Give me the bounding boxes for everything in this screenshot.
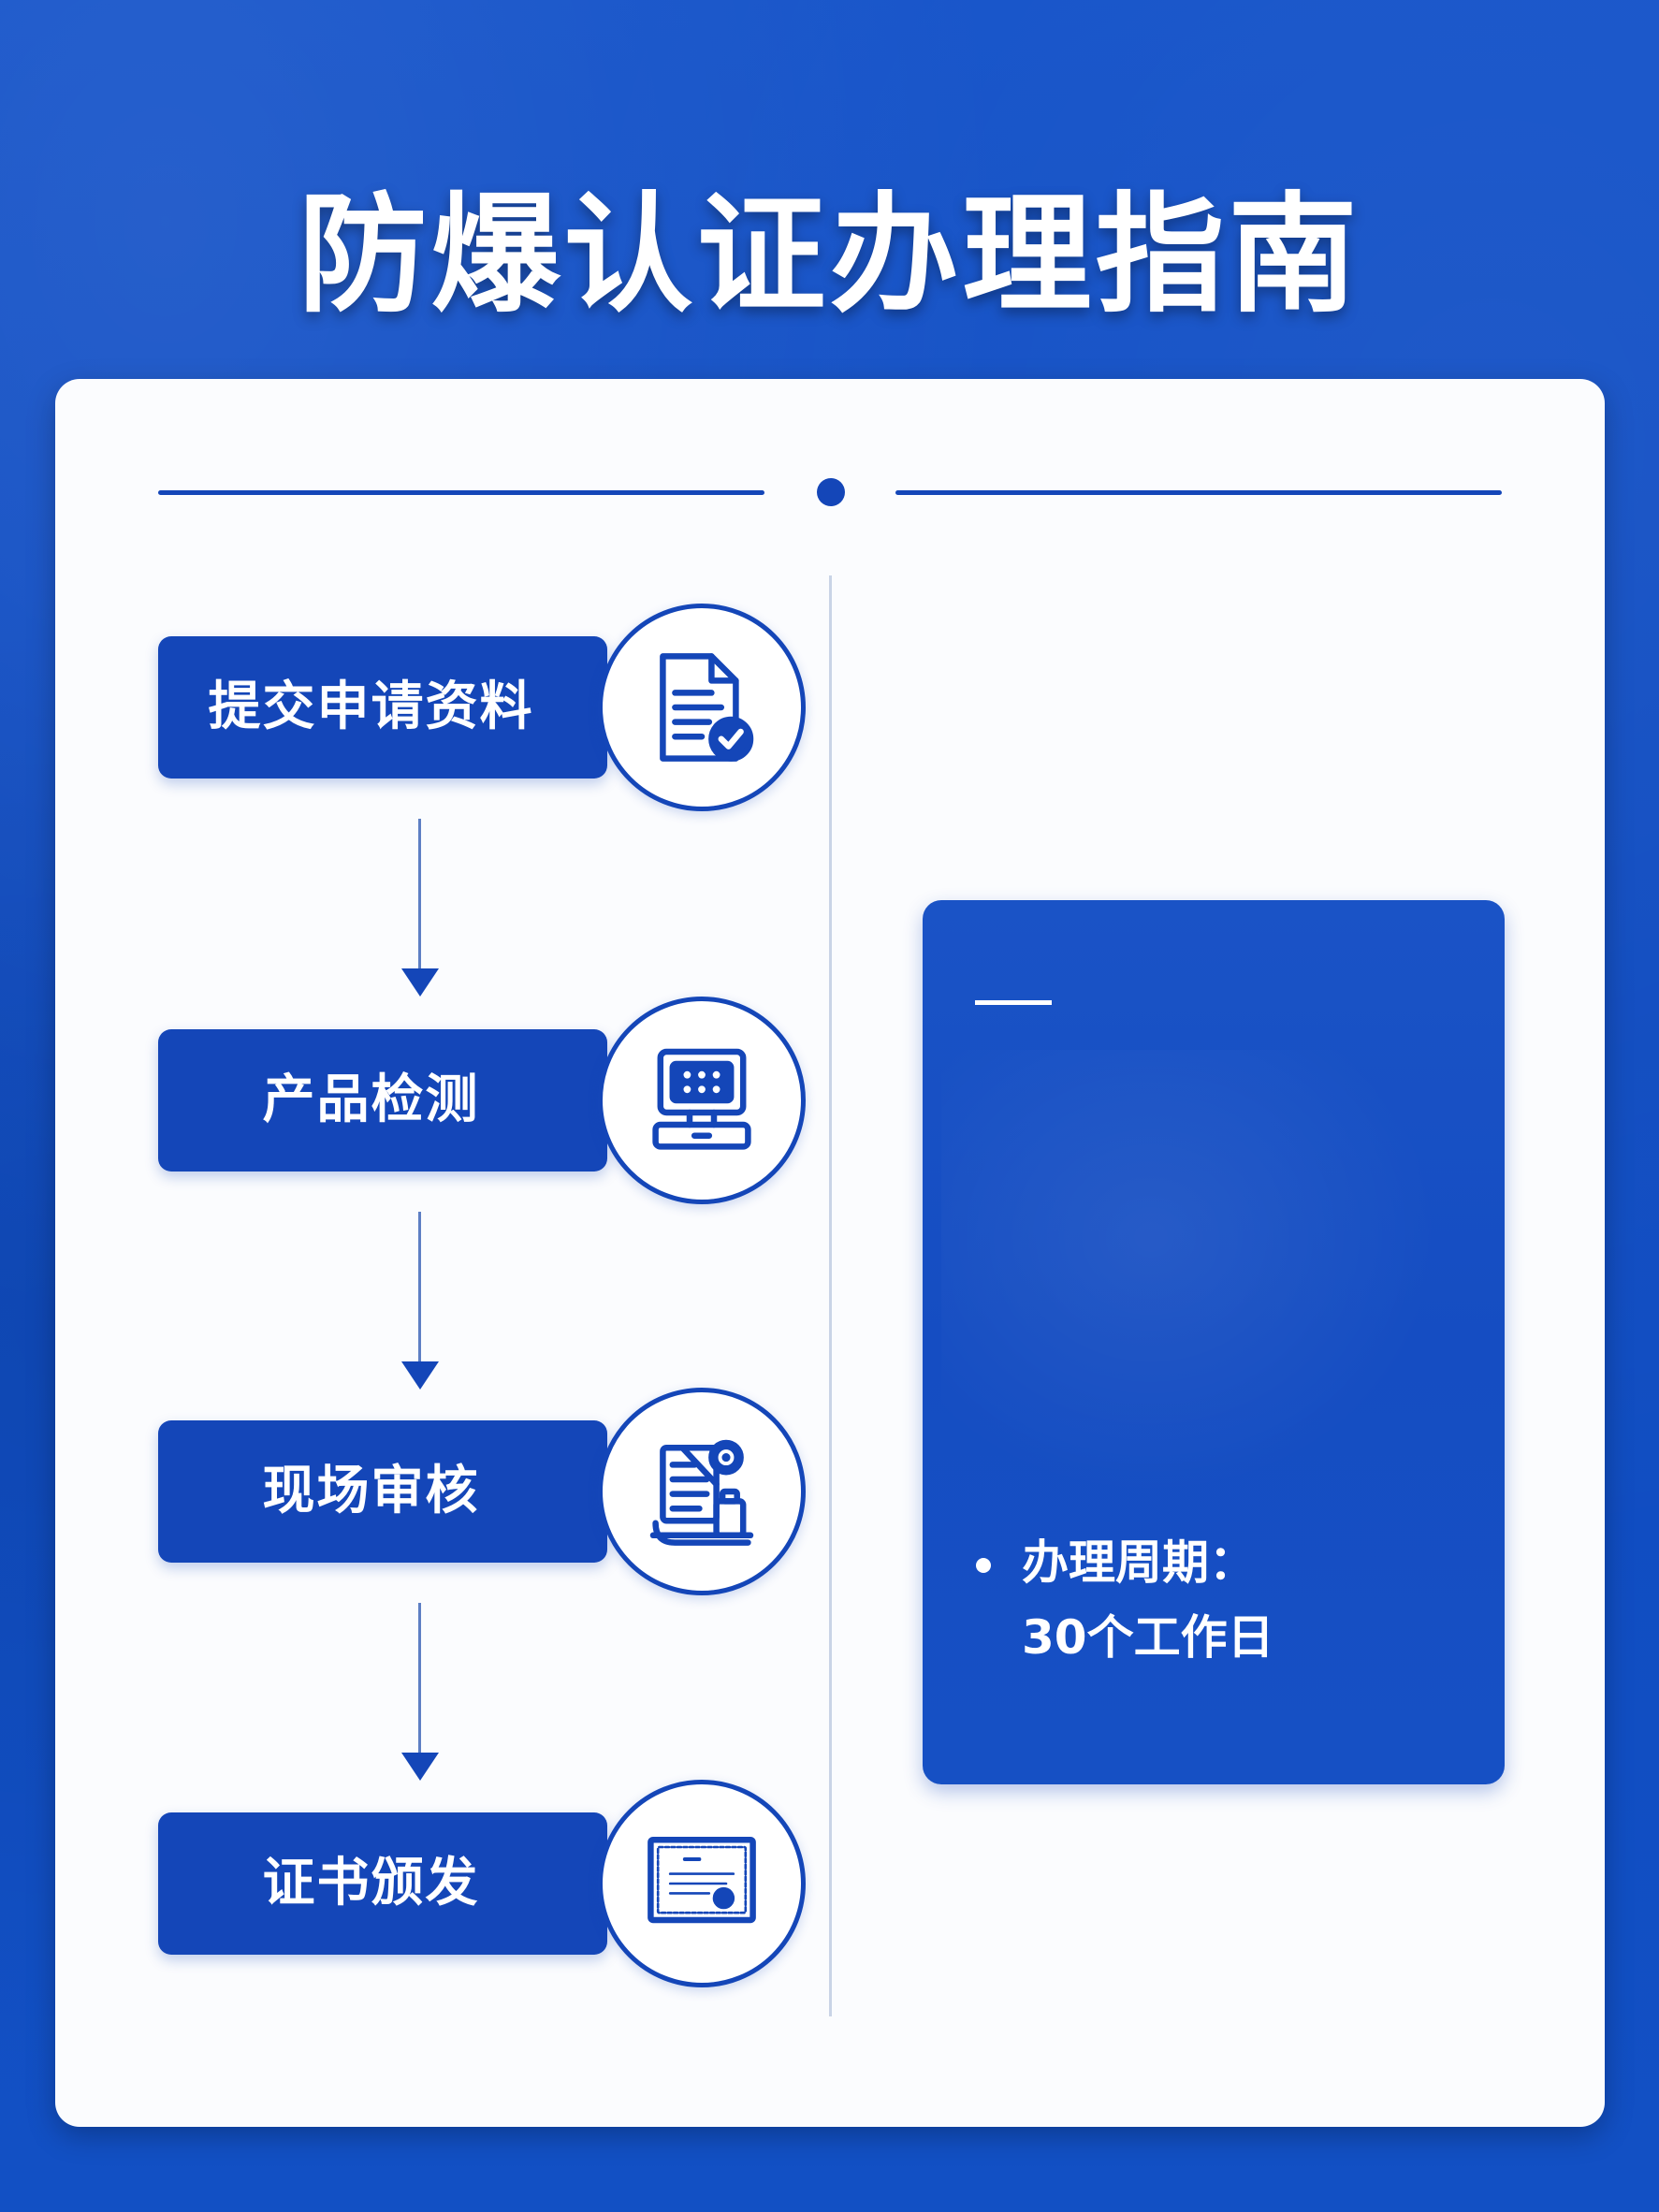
flow-arrow-1 [401,819,439,997]
audit-clipboard-icon [598,1388,806,1595]
process-step-3: 现场审核 [158,1388,806,1595]
process-step-4: 证书颁发 [158,1780,806,1987]
panel-haze [941,1050,1465,1518]
process-step-2: 产品检测 [158,997,806,1204]
document-check-icon [598,604,806,811]
page-title: 防爆认证办理指南 [298,180,1361,330]
column-divider [829,575,832,2016]
processing-period: 办理周期： 30个工作日 [1022,1525,1274,1675]
process-step-1: 提交申请资料 [158,604,806,811]
step-label-bar [158,636,607,779]
processing-period-label: 办理周期： [1022,1535,1256,1590]
guide-card: 提交申请资料 产品检测 [55,379,1605,2127]
processing-period-value: 30个工作日 [1022,1610,1274,1665]
step-label-bar [158,1420,607,1563]
step-label-bar [158,1812,607,1955]
info-panel: 办理周期： 30个工作日 [923,900,1505,1784]
step-label: 提交申请资料 [208,677,534,737]
test-monitor-icon [598,997,806,1204]
bullet-dot [976,1558,991,1573]
header-rule-right [895,490,1502,495]
panel-accent-dash [975,1000,1052,1005]
header-rule-dot [817,478,845,506]
step-label: 证书颁发 [262,1853,480,1914]
step-label: 现场审核 [262,1461,480,1521]
certificate-icon [598,1780,806,1987]
flow-arrow-2 [401,1212,439,1390]
step-label: 产品检测 [262,1070,480,1130]
header-rule-left [158,490,764,495]
flow-arrow-3 [401,1603,439,1781]
step-label-bar [158,1029,607,1171]
